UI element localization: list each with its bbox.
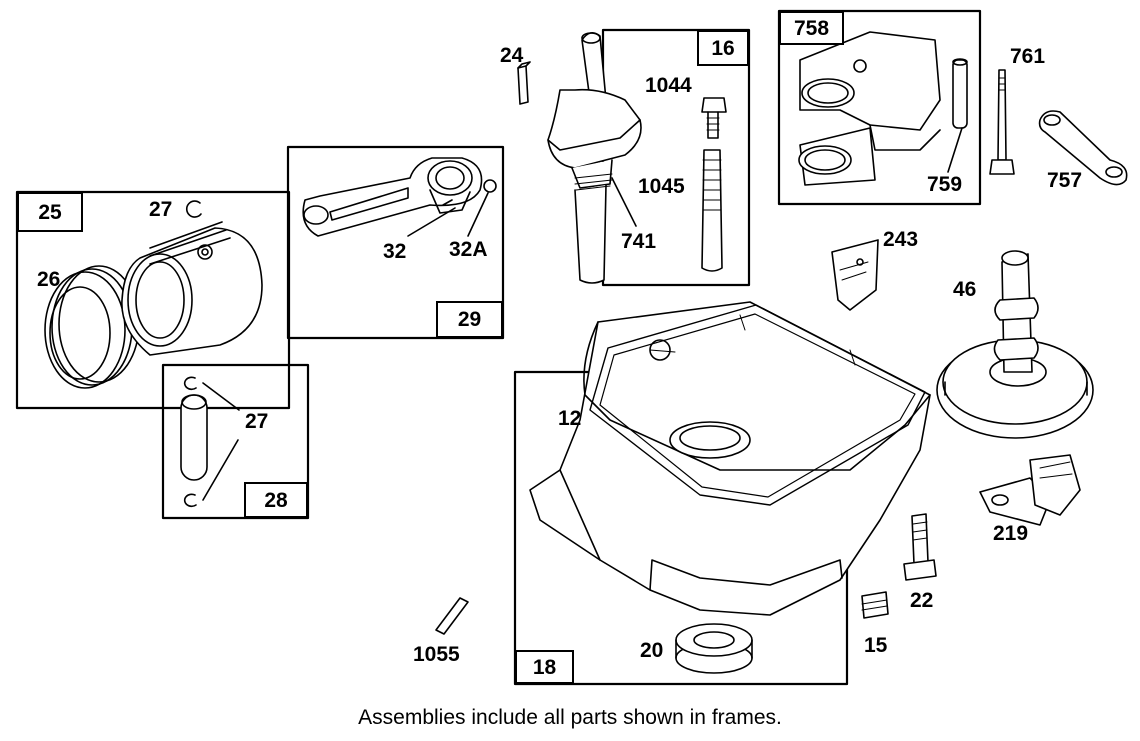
camshaft-46-drawing <box>936 250 1094 439</box>
callout-12: 12 <box>558 407 582 430</box>
leader-27b-bottom <box>202 439 239 501</box>
callout-20: 20 <box>640 639 664 662</box>
leader-741 <box>611 177 637 227</box>
frame-label-18: 18 <box>515 650 574 684</box>
sump-18-drawing <box>529 301 931 616</box>
callout-24: 24 <box>500 44 524 67</box>
callout-759: 759 <box>927 173 963 196</box>
callout-32A: 32A <box>449 238 488 261</box>
leader-32A <box>467 192 489 237</box>
frame-label-25: 25 <box>17 192 83 232</box>
frame-label-758: 758 <box>779 11 844 45</box>
piston-rings-drawing <box>44 265 140 389</box>
callout-1045: 1045 <box>638 175 685 198</box>
pin-1055-drawing <box>435 597 469 635</box>
decal-243-drawing <box>831 239 879 311</box>
frame-28-box <box>161 363 310 520</box>
screw-761-drawing <box>989 69 1015 175</box>
diagram-caption: Assemblies include all parts shown in fr… <box>358 706 782 729</box>
pin-759-drawing <box>952 58 968 129</box>
callout-757: 757 <box>1047 169 1083 192</box>
bolt-22-drawing <box>903 513 937 581</box>
callout-32: 32 <box>383 240 407 263</box>
leader-32 <box>407 207 456 237</box>
piston-drawing <box>121 221 263 356</box>
seal-20-drawing <box>675 623 753 674</box>
gasket-12-drawing <box>589 304 926 506</box>
stud-1045-drawing <box>701 149 723 272</box>
frame-758-box <box>777 9 982 206</box>
bolt-1044-drawing <box>701 97 727 139</box>
frame-label-16: 16 <box>697 30 749 66</box>
callout-741: 741 <box>621 230 657 253</box>
plug-15-drawing <box>861 591 889 619</box>
callout-761: 761 <box>1010 45 1046 68</box>
callout-27-pin: 27 <box>245 410 269 433</box>
callout-1055: 1055 <box>413 643 460 666</box>
connecting-rod-drawing <box>302 157 497 237</box>
frame-label-29: 29 <box>436 301 503 338</box>
callout-26: 26 <box>37 268 61 291</box>
frame-29-box <box>286 145 505 340</box>
callout-1044: 1044 <box>645 74 692 97</box>
callout-22: 22 <box>910 589 934 612</box>
governor-219-drawing <box>979 454 1081 526</box>
link-757-drawing <box>1038 110 1128 186</box>
piston-pin-drawing <box>180 376 208 508</box>
callout-243: 243 <box>883 228 919 251</box>
leader-27b-top <box>202 382 240 411</box>
callout-27-top: 27 <box>149 198 173 221</box>
key-24-drawing <box>517 61 531 105</box>
callout-46: 46 <box>953 278 977 301</box>
callout-219: 219 <box>993 522 1029 545</box>
crankshaft-drawing <box>547 32 642 284</box>
clip-27-top <box>185 200 202 218</box>
frame-label-28: 28 <box>244 482 308 518</box>
callout-15: 15 <box>864 634 888 657</box>
balancer-758-drawing <box>798 31 941 186</box>
leader-759 <box>947 127 963 173</box>
